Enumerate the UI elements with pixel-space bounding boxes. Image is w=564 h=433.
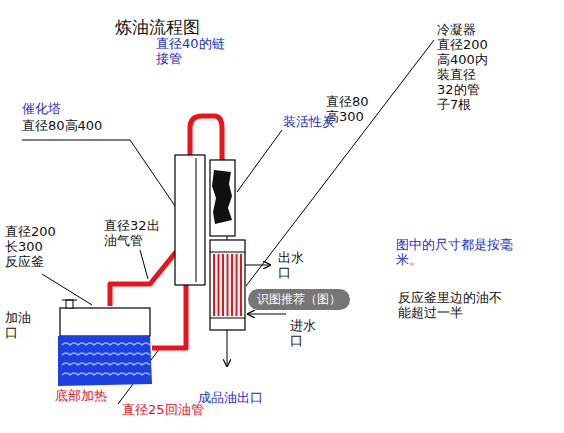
part-note: 装活性炭 [283, 114, 335, 129]
condenser-tube [240, 254, 242, 316]
condenser-tube [222, 254, 224, 316]
port-label: 成品油出口 [198, 390, 263, 405]
port-label: 加油 口 [5, 310, 31, 340]
condenser-tube [218, 254, 220, 316]
part-name: 直径32出 油气管 [104, 218, 160, 248]
port-label: 出水 口 [278, 250, 304, 280]
watermark: 识图推荐（图） [248, 289, 350, 310]
part-name: 催化塔 [22, 101, 61, 116]
note: 反应釜里边的油不 能超过一半 [398, 290, 502, 320]
condenser-tube [227, 254, 229, 316]
part-name: 直径40的链 接管 [156, 36, 225, 66]
part-name: 直径25回油管 [122, 402, 204, 417]
diagram-title: 炼油流程图 [115, 16, 200, 39]
part-name: 直径200 长300 反应釜 [5, 224, 56, 269]
condenser-tube [236, 254, 238, 316]
dimension: 直径80高400 [22, 118, 102, 133]
heating-texture [62, 343, 150, 345]
heating-texture [62, 363, 150, 365]
heating-texture [62, 373, 150, 375]
note: 图中的尺寸都是按毫 米。 [396, 237, 513, 267]
condenser-tube [231, 254, 233, 316]
port-label: 进水 口 [290, 318, 316, 348]
part-name: 冷凝器 直径200 高400内 装直径 32的管 子7根 [437, 22, 488, 112]
part-name: 底部加热 [55, 388, 107, 403]
heating-texture [62, 353, 150, 355]
condenser-tube [213, 254, 215, 316]
